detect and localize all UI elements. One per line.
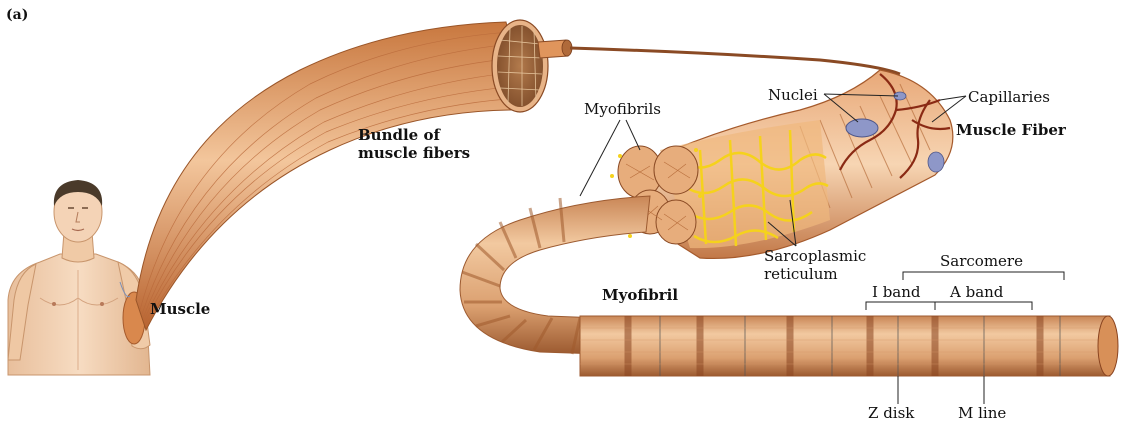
fiber-thread: [570, 48, 900, 74]
panel-label: (a): [6, 6, 28, 24]
label-nuclei: Nuclei: [768, 86, 818, 104]
label-a-band: A band: [950, 283, 1003, 301]
label-muscle-fiber: Muscle Fiber: [956, 121, 1066, 139]
label-muscle: Muscle: [150, 300, 210, 318]
label-sarcomere: Sarcomere: [940, 252, 1023, 270]
label-sarcoplasmic-line2: reticulum: [764, 265, 838, 283]
label-bundle-line1: Bundle of: [358, 126, 440, 144]
label-i-band: I band: [872, 283, 921, 301]
label-sarcoplasmic-line1: Sarcoplasmic: [764, 247, 866, 265]
label-capillaries: Capillaries: [968, 88, 1050, 106]
muscle-bundle: [136, 20, 572, 330]
human-figure: [8, 180, 150, 375]
label-bundle-line2: muscle fibers: [358, 144, 470, 162]
label-myofibril: Myofibril: [602, 286, 678, 304]
label-m-line: M line: [958, 404, 1006, 422]
label-myofibrils: Myofibrils: [584, 100, 661, 118]
label-z-disk: Z disk: [868, 404, 914, 422]
